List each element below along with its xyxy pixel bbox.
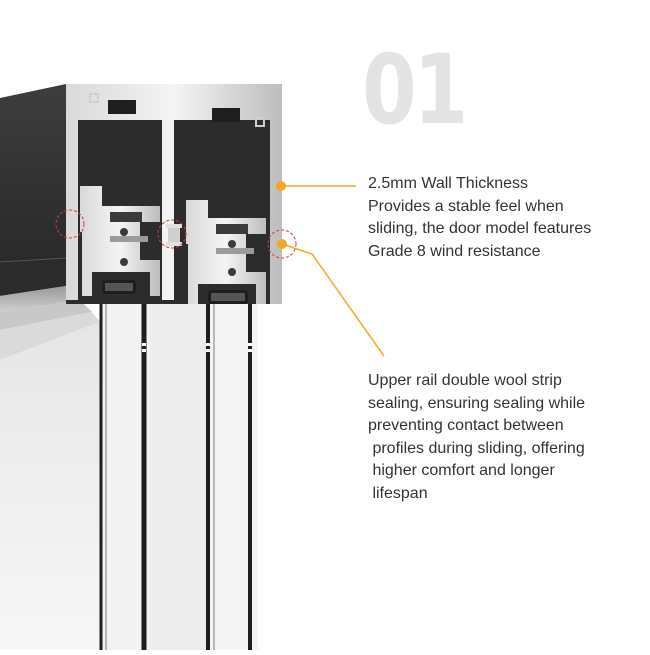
glass-panels xyxy=(0,300,278,650)
glass-edges xyxy=(99,295,252,650)
callout-dot-2 xyxy=(277,239,287,249)
frame-body xyxy=(0,84,100,360)
cross-section xyxy=(66,84,282,304)
spacer-marks xyxy=(142,343,252,352)
callout-dot-1 xyxy=(276,181,286,191)
highlight-circles xyxy=(55,209,297,259)
wool-strip-sealing-callout: Upper rail double wool strip sealing, en… xyxy=(368,372,586,502)
callout-leaders xyxy=(276,181,385,357)
section-number: 01 xyxy=(362,34,468,146)
wall-thickness-callout: 2.5mm Wall Thickness Provides a stable f… xyxy=(368,175,592,260)
